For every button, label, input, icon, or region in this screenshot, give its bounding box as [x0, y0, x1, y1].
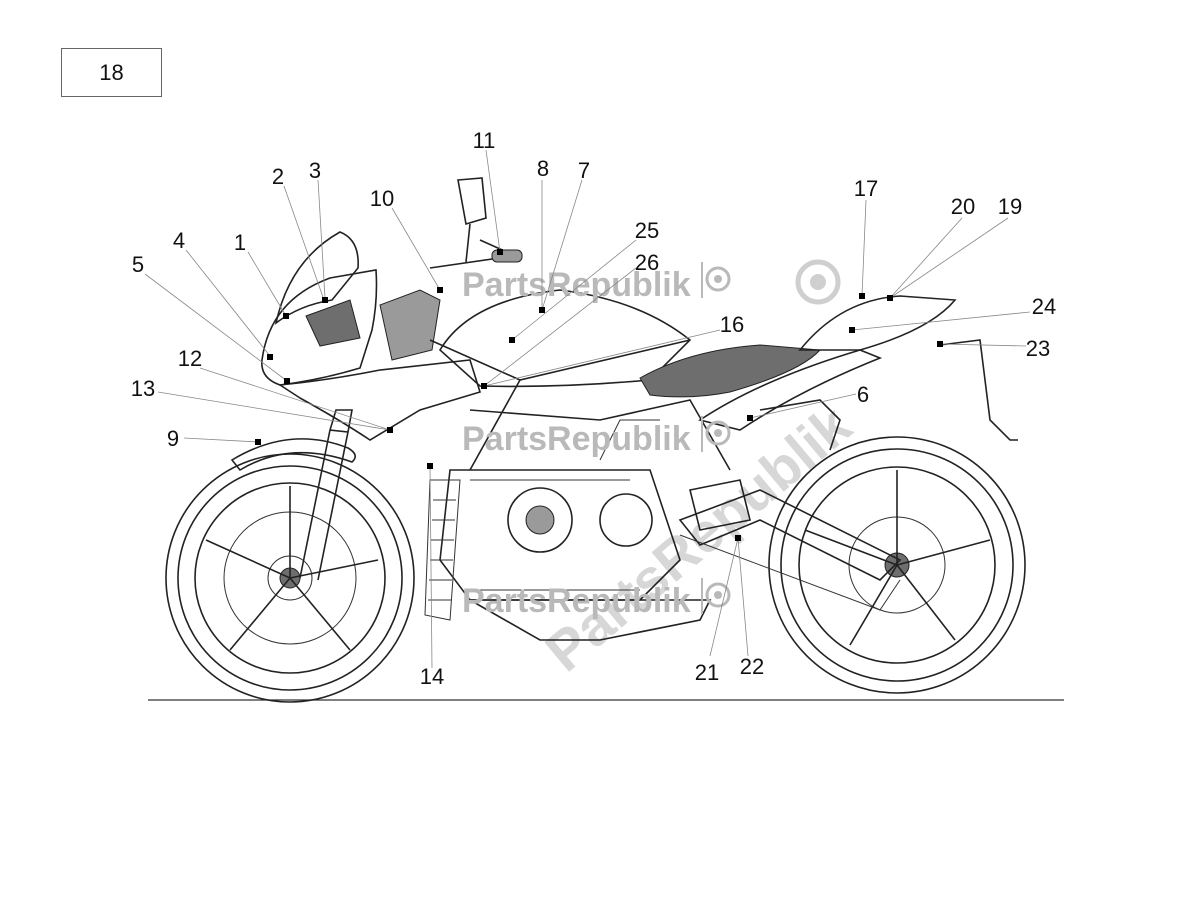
callout-5: 5: [132, 252, 144, 277]
callout-19: 19: [998, 194, 1022, 219]
watermark: PartsRepublik: [462, 420, 691, 458]
front-fairing: [261, 269, 378, 386]
reference-number: 18: [99, 59, 124, 85]
gear-icon: [701, 416, 731, 452]
callout-11: 11: [473, 128, 496, 153]
callout-4: 4: [173, 228, 185, 253]
callout-6: 6: [857, 382, 869, 407]
callout-1: 1: [234, 230, 246, 255]
dashboard: [379, 289, 441, 361]
callout-16: 16: [720, 312, 744, 337]
front-fender: [230, 438, 356, 472]
engine: [439, 419, 681, 601]
callout-13: 13: [131, 376, 155, 401]
callout-9: 9: [167, 426, 179, 451]
callout-3: 3: [309, 158, 321, 183]
callout-24: 24: [1032, 294, 1056, 319]
fuel-tank: [438, 289, 692, 388]
leader-lines: [144, 149, 1031, 669]
gear-icon: [701, 578, 731, 614]
chain: [679, 534, 901, 611]
license-plate-holder: [939, 339, 1018, 441]
handlebar: [429, 239, 521, 269]
swingarm: [678, 489, 902, 581]
side-fairing: [277, 359, 482, 441]
marker-dots: [255, 249, 943, 541]
handlebar-grip: [491, 249, 523, 263]
tail-fairing: [798, 295, 957, 351]
callout-7: 7: [578, 158, 590, 183]
windscreen: [274, 231, 359, 325]
belly-pan: [466, 599, 712, 641]
headlight: [305, 299, 361, 347]
callout-25: 25: [635, 218, 659, 243]
callout-8: 8: [537, 156, 549, 181]
rear-wheel: [768, 436, 1026, 694]
callout-2: 2: [272, 164, 284, 189]
callout-23: 23: [1026, 336, 1050, 361]
callout-22: 22: [740, 654, 764, 679]
callout-20: 20: [951, 194, 975, 219]
gear-icon: [701, 262, 731, 298]
rear-subframe-panel: [698, 349, 883, 431]
watermark: PartsRepublik: [462, 582, 691, 620]
callout-10: 10: [370, 186, 394, 211]
diagonal-watermark: PartsRepublik: [533, 393, 863, 684]
watermark: PartsRepublik: [462, 266, 691, 304]
reference-number-box: 18: [61, 48, 162, 97]
front-fork: [299, 409, 353, 581]
seat: [639, 344, 822, 398]
callout-labels: 1 2 3 4 5 6 7 8 9 10 11 12 13 14 16 17 1…: [131, 128, 1056, 689]
callout-17: 17: [854, 176, 878, 201]
callout-12: 12: [178, 346, 202, 371]
rider-footrest: [689, 479, 751, 531]
callout-21: 21: [695, 660, 719, 685]
passenger-footrest: [759, 399, 841, 451]
front-wheel: [165, 453, 415, 703]
radiator: [424, 479, 461, 621]
callout-14: 14: [420, 664, 444, 689]
callout-26: 26: [635, 250, 659, 275]
mirror: [457, 177, 487, 263]
frame: [429, 339, 731, 471]
large-gear-icon: [795, 259, 841, 305]
